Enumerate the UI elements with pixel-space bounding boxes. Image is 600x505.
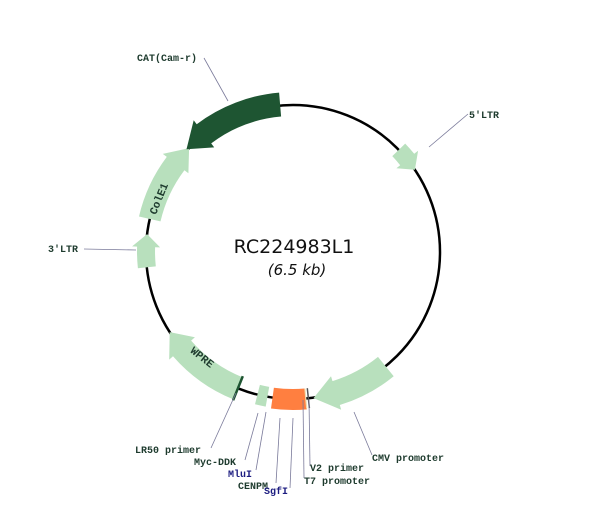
- label-cmv: CMV promoter: [372, 454, 444, 465]
- leader-sgfi: [289, 417, 294, 489]
- ltr5-feature: [392, 143, 419, 170]
- leader-cat: [203, 57, 229, 102]
- leader-3ltr: [83, 248, 137, 251]
- label-sgfi: SgfI: [264, 486, 288, 498]
- label-myc: Myc-DDK: [194, 458, 236, 469]
- label-5ltr: 5'LTR: [469, 110, 499, 122]
- leader-5ltr: [428, 113, 469, 148]
- cmv-feature: [313, 356, 394, 410]
- leader-lr50: [210, 392, 237, 449]
- leader-t7: [302, 399, 305, 479]
- leader-cmv: [353, 411, 373, 456]
- label-t7: T7 promoter: [304, 477, 370, 488]
- leader-v2: [308, 399, 311, 467]
- leader-cenpm: [275, 417, 281, 484]
- label-cat: CAT(Cam-r): [137, 53, 197, 65]
- label-cenpm: CENPM: [238, 482, 268, 493]
- leader-mlui: [255, 411, 267, 471]
- ltr3-feature: [132, 234, 161, 269]
- label-v2: V2 primer: [310, 463, 364, 475]
- wpre-feature: [169, 332, 243, 400]
- t7-promoter-tick: [304, 388, 308, 409]
- plasmid-size: (6.5 kb): [268, 261, 327, 279]
- cenpm-insert: [271, 387, 307, 411]
- myc-ddk-feature: [255, 384, 270, 407]
- cole1-feature: [139, 148, 190, 222]
- label-3ltr: 3'LTR: [48, 244, 78, 256]
- plasmid-name: RC224983L1: [234, 236, 355, 258]
- label-lr50: LR50 primer: [135, 445, 201, 457]
- label-mlui: MluI: [228, 469, 252, 481]
- cat-feature: [186, 92, 282, 150]
- leader-myc: [244, 412, 259, 461]
